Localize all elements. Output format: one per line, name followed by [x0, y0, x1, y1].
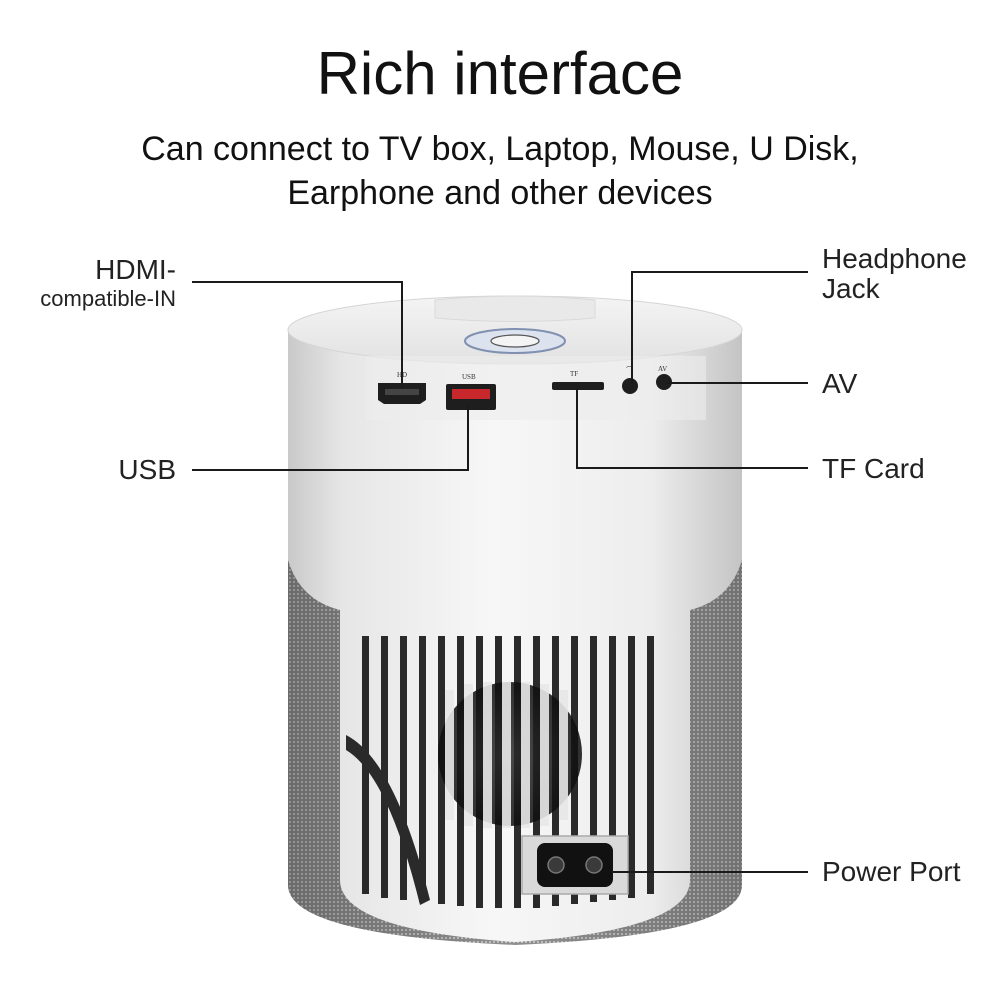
- port-panel: HD USB TF ⌒ AV: [366, 356, 706, 420]
- tf-slot: [552, 382, 604, 390]
- headphone-jack: [622, 378, 638, 394]
- tf-card-label: TF Card: [822, 453, 925, 484]
- hdmi-label-line1: HDMI-: [95, 254, 176, 285]
- hdmi-callout-line: [192, 281, 403, 388]
- headphone-callout-line: [631, 271, 808, 384]
- hdmi-label: HDMI-: [0, 254, 176, 286]
- tf-callout-line: [576, 388, 808, 469]
- headphone-label-line2: Jack: [822, 273, 880, 304]
- headphone-label-line1: Headphone: [822, 243, 967, 274]
- callout-lines: [192, 271, 808, 873]
- svg-text:⌒: ⌒: [626, 366, 633, 374]
- hdmi-label-2: compatible-IN: [40, 286, 176, 311]
- subtitle-line-1: Can connect to TV box, Laptop, Mouse, U …: [141, 130, 859, 168]
- av-jack: [656, 374, 672, 390]
- usb-marking: USB: [462, 373, 476, 381]
- page-title: Rich interface: [316, 40, 684, 107]
- av-marking: AV: [658, 365, 667, 373]
- power-port: [521, 835, 629, 895]
- usb-callout-line: [192, 406, 469, 471]
- power-port-label: Power Port: [822, 856, 961, 887]
- av-label: AV: [822, 368, 858, 399]
- tf-marking: TF: [570, 370, 578, 378]
- subtitle-line-2: Earphone and other devices: [287, 174, 713, 212]
- usb-label: USB: [118, 454, 176, 485]
